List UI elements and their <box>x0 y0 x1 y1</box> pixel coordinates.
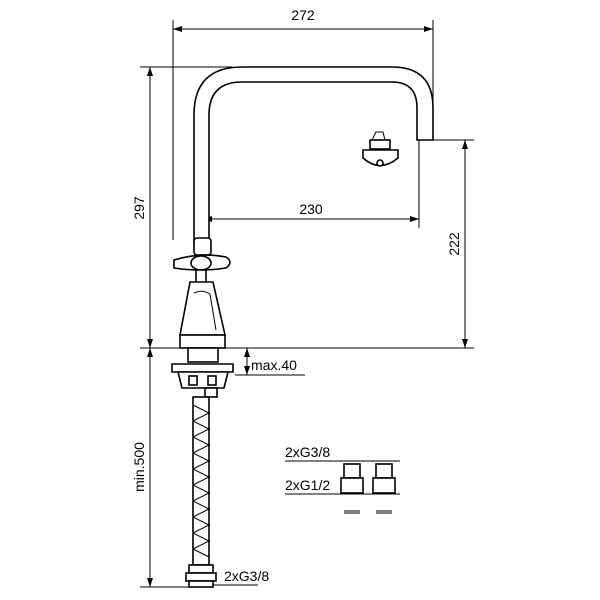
spout-reach-label: 230 <box>299 201 323 217</box>
faucet-body <box>173 66 434 349</box>
hose-length-label: min.500 <box>131 442 147 492</box>
hose-thread-callout: 2xG3/8 <box>213 568 269 586</box>
adapter-fitting-right <box>372 463 396 514</box>
dimension-spout-height: 222 <box>235 139 474 349</box>
adapter-thread-bottom-label: 2xG1/2 <box>285 477 330 493</box>
deck-mounting <box>170 347 240 398</box>
overall-width-label: 272 <box>291 7 315 23</box>
max-deck-label: max.40 <box>251 357 297 373</box>
dimension-overall-width: 272 <box>172 7 434 240</box>
hose-thread-label: 2xG3/8 <box>224 568 269 584</box>
supply-hose <box>185 396 217 588</box>
adapter-fittings: 2xG3/8 2xG1/2 <box>285 444 400 514</box>
dimension-max-deck: max.40 <box>235 348 305 376</box>
aerator <box>362 131 399 167</box>
cross-handle <box>173 237 231 286</box>
adapter-thread-top-label: 2xG3/8 <box>285 444 330 460</box>
dimension-hose-length: min.500 <box>131 348 190 588</box>
adapter-fitting-left <box>340 463 364 514</box>
overall-height-label: 297 <box>131 196 147 220</box>
spout-height-label: 222 <box>446 232 462 256</box>
dimension-overall-height: 297 <box>131 66 232 349</box>
